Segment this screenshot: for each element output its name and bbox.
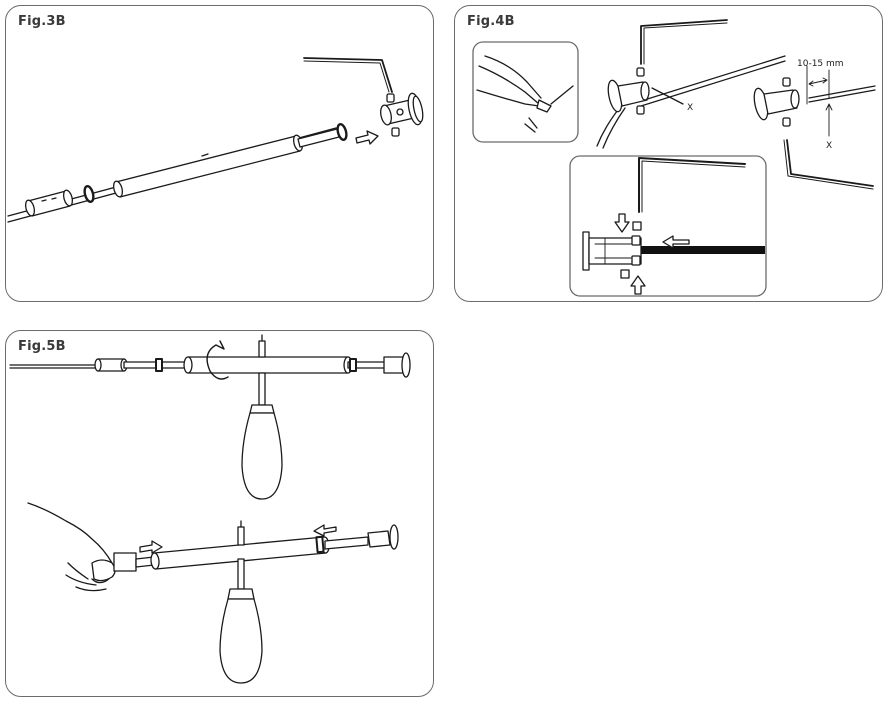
arrow-left-bottom xyxy=(313,524,337,537)
cut-mark-right: X xyxy=(826,141,832,151)
wire-section xyxy=(631,246,765,254)
figure-5b-panel: Fig.5B xyxy=(5,330,434,697)
figure-4b-label: Fig.4B xyxy=(467,14,515,29)
screwdriver-shaft-top xyxy=(258,372,266,406)
figure-4b-panel: Fig.4B X 10-15 mm X xyxy=(454,5,883,302)
wire-right xyxy=(808,85,876,103)
arrow-left xyxy=(662,235,690,249)
side-cutters xyxy=(476,65,540,107)
ring-right xyxy=(336,123,348,141)
arrow-down xyxy=(614,213,630,233)
figure-4b-drawing: X 10-15 mm X xyxy=(472,19,876,297)
wire-top xyxy=(9,364,97,369)
rotate-arrow xyxy=(206,340,229,380)
screwdriver-handle-top xyxy=(241,412,283,500)
section-inset-frame xyxy=(569,155,767,297)
screwdriver-shaft-bottom xyxy=(237,558,245,590)
figure-3b-drawing xyxy=(7,57,424,223)
allen-key-left xyxy=(640,19,728,65)
arrow-up xyxy=(630,275,646,295)
figure-5b-label: Fig.5B xyxy=(18,339,66,354)
tube-top xyxy=(187,356,349,374)
cut-mark-left: X xyxy=(687,103,693,113)
wall-fixing-bottom xyxy=(367,530,391,548)
allen-key-section xyxy=(638,157,746,213)
cutter-inset-frame xyxy=(472,41,579,143)
set-screw-top xyxy=(386,93,395,103)
ring-left xyxy=(83,185,95,203)
wall-fixing-top xyxy=(383,356,405,374)
push-arrow xyxy=(355,130,379,145)
figure-5b-drawing xyxy=(9,334,411,684)
allen-key-right xyxy=(786,139,874,187)
arrow-right-bottom xyxy=(139,540,163,554)
fixing-section xyxy=(582,231,590,271)
figure-3b-panel: Fig.3B xyxy=(5,5,434,302)
hand xyxy=(27,502,114,592)
screwdriver-handle-bottom xyxy=(219,598,263,684)
figure-3b-label: Fig.3B xyxy=(18,14,66,29)
tension-tube xyxy=(115,135,301,198)
cut-wire xyxy=(640,55,786,102)
allen-key xyxy=(303,57,393,93)
gap-annotation: 10-15 mm xyxy=(797,59,844,69)
set-screw-bottom xyxy=(391,127,400,137)
